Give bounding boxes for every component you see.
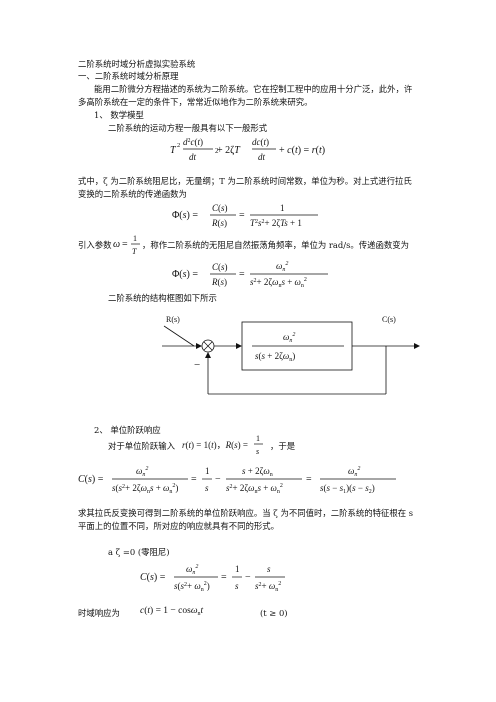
svg-text:C(s): C(s) xyxy=(212,262,228,272)
svg-text:2: 2 xyxy=(177,142,180,149)
svg-text:ωn2: ωn2 xyxy=(136,466,148,478)
block-input-label: R(s) xyxy=(166,315,180,324)
equation-time-response: c(t) = 1 − cosωnt xyxy=(140,605,204,617)
svg-text:C(s): C(s) xyxy=(212,203,228,213)
svg-text:1: 1 xyxy=(235,564,240,574)
input-arrow-head xyxy=(196,343,202,349)
time-response-label: 时域响应为 xyxy=(78,608,120,618)
svg-text:=: = xyxy=(221,572,227,583)
svg-text:s + 2ζωn: s + 2ζωn xyxy=(242,466,273,478)
svg-text:=: = xyxy=(122,239,128,250)
svg-text:ωn2: ωn2 xyxy=(283,332,295,344)
equation-zero-damping: C(s) = ωn2 s(s2+ ωn2) = 1 s − s s2+ ωn2 xyxy=(140,564,285,593)
svg-text:d2c(t): d2c(t) xyxy=(183,137,203,147)
equation-step-input: r(t) = 1(t)，R(s) = 1 xyxy=(182,440,248,450)
paragraph-intro-line2: 多高阶系统在一定的条件下，常常近似地作为二阶系统来研究。 xyxy=(78,97,313,107)
svg-text:ωn2: ωn2 xyxy=(348,466,360,478)
parameter-desc-line2: 变换的二阶系统的传递函数为 xyxy=(78,189,187,199)
motion-equation-intro: 二阶系统的运动方程一般具有以下一般形式 xyxy=(108,123,268,133)
svg-text:s2+ 2ζωns + ωn2: s2+ 2ζωns + ωn2 xyxy=(250,277,307,289)
svg-text:Φ(s) =: Φ(s) = xyxy=(172,269,198,280)
omega-intro-b: ，称作二阶系统的无阻尼自然振荡角频率，单位为 rad/s。传递函数变为 xyxy=(142,240,410,250)
svg-text:1: 1 xyxy=(205,466,210,476)
svg-text:−: − xyxy=(215,474,221,485)
svg-text:ωn2: ωn2 xyxy=(276,261,288,273)
svg-text:s2+ 2ζωns + ωn2: s2+ 2ζωns + ωn2 xyxy=(226,483,283,495)
svg-text:s(s + 2ζωn): s(s + 2ζωn) xyxy=(255,351,295,363)
svg-text:s(s2+ 2ζωns + ωn2): s(s2+ 2ζωns + ωn2) xyxy=(112,483,178,495)
svg-text:T2s2+ 2ζTs + 1: T2s2+ 2ζTs + 1 xyxy=(250,218,302,228)
step-intro-a: 对于单位阶跃输入 xyxy=(108,441,175,451)
svg-text:s(s − s1)(s − s2): s(s − s1)(s − s2) xyxy=(320,483,375,495)
svg-text:+ 2ζT: + 2ζT xyxy=(217,145,241,156)
omega-intro-a: 引入参数 xyxy=(78,240,112,250)
time-response-condition: (t ≥ 0) xyxy=(260,608,288,618)
solve-desc-line2: 平面上的位置不同，所对应的响应就具有不同的形式。 xyxy=(78,521,279,531)
svg-text:ωn2: ωn2 xyxy=(186,564,198,576)
svg-text:dc(t): dc(t) xyxy=(252,137,269,147)
svg-text:s: s xyxy=(235,581,239,591)
svg-text:+ c(t) = r(t): + c(t) = r(t) xyxy=(279,145,325,156)
svg-text:=: = xyxy=(239,210,245,221)
svg-text:1: 1 xyxy=(133,234,137,243)
svg-text:s: s xyxy=(267,564,271,574)
svg-text:c(t) = 1 − cosωnt: c(t) = 1 − cosωnt xyxy=(140,605,204,617)
section-heading-principle: 一、二阶系统时域分析原理 xyxy=(78,71,179,81)
svg-text:R(s): R(s) xyxy=(211,277,227,287)
svg-text:C(s) =: C(s) = xyxy=(140,572,166,583)
svg-text:=: = xyxy=(191,474,197,485)
equation-step-output: C(s) = ωn2 s(s2+ 2ζωns + ωn2) = 1 s − s … xyxy=(78,466,396,495)
svg-text:dt: dt xyxy=(258,152,266,162)
svg-text:s2+ ωn2: s2+ ωn2 xyxy=(255,581,281,593)
feedback-minus-sign: − xyxy=(194,359,200,371)
step-intro-b: ，于是 xyxy=(270,441,296,451)
svg-text:r(t) = 1(t)，R(s) =: r(t) = 1(t)，R(s) = xyxy=(182,440,248,450)
svg-text:s(s2+ ωn2): s(s2+ ωn2) xyxy=(174,581,210,593)
svg-text:s: s xyxy=(205,483,209,493)
svg-text:2: 2 xyxy=(215,147,219,155)
svg-text:1: 1 xyxy=(280,203,285,213)
svg-text:ω: ω xyxy=(113,239,120,250)
document-title: 二阶系统时域分析虚拟实验系统 xyxy=(78,59,196,69)
output-arrow-head xyxy=(414,343,420,349)
equation-motion: T 2 d2c(t) dt 2 + 2ζT dc(t) dt + c(t) = … xyxy=(170,137,325,162)
svg-text:−: − xyxy=(245,572,251,583)
svg-text:R(s): R(s) xyxy=(211,218,227,228)
subheading-math-model: 1、 数学模型 xyxy=(94,110,144,120)
block-diagram-intro: 二阶系统的结构框图如下所示 xyxy=(108,293,217,303)
equation-step-input-frac: 1 s xyxy=(254,434,263,456)
svg-text:=: = xyxy=(306,474,312,485)
parameter-desc-line1: 式中，ζ 为二阶系统阻尼比，无量纲；T 为二阶系统时间常数，单位为秒。对上式进行… xyxy=(78,176,412,186)
case-a-heading: a ζ =0 (零阻尼) xyxy=(108,547,170,557)
equation-transfer-omega: Φ(s) = C(s) R(s) = ωn2 s2+ 2ζωns + ωn2 xyxy=(172,261,328,289)
svg-text:T: T xyxy=(132,247,137,256)
svg-text:=: = xyxy=(239,269,245,280)
svg-text:Φ(s) =: Φ(s) = xyxy=(172,210,198,221)
svg-text:1: 1 xyxy=(256,434,260,443)
equation-transfer-T: Φ(s) = C(s) R(s) = 1 T2s2+ 2ζTs + 1 xyxy=(172,203,318,228)
subheading-step-response: 2、 单位阶跃响应 xyxy=(94,425,161,435)
equation-omega-def: ω = 1 T xyxy=(113,234,140,256)
svg-text:T: T xyxy=(170,145,177,156)
svg-text:C(s) =: C(s) = xyxy=(78,474,104,485)
paragraph-intro-line1: 能用二阶微分方程描述的系统为二阶系统。它在控制工程中的应用十分广泛，此外，许 xyxy=(94,84,413,94)
feedback-arrow-head xyxy=(205,352,211,358)
svg-text:dt: dt xyxy=(189,152,197,162)
block-output-label: C(s) xyxy=(382,315,396,324)
solve-desc-line1: 求其拉氏反变换可得到二阶系统的单位阶跃响应。当 ζ 为不同值时，二阶系统的特征根… xyxy=(78,508,414,518)
svg-text:s: s xyxy=(256,447,259,456)
block-diagram: R(s) C(s) − ωn2 s(s + 2ζωn) xyxy=(162,315,420,395)
